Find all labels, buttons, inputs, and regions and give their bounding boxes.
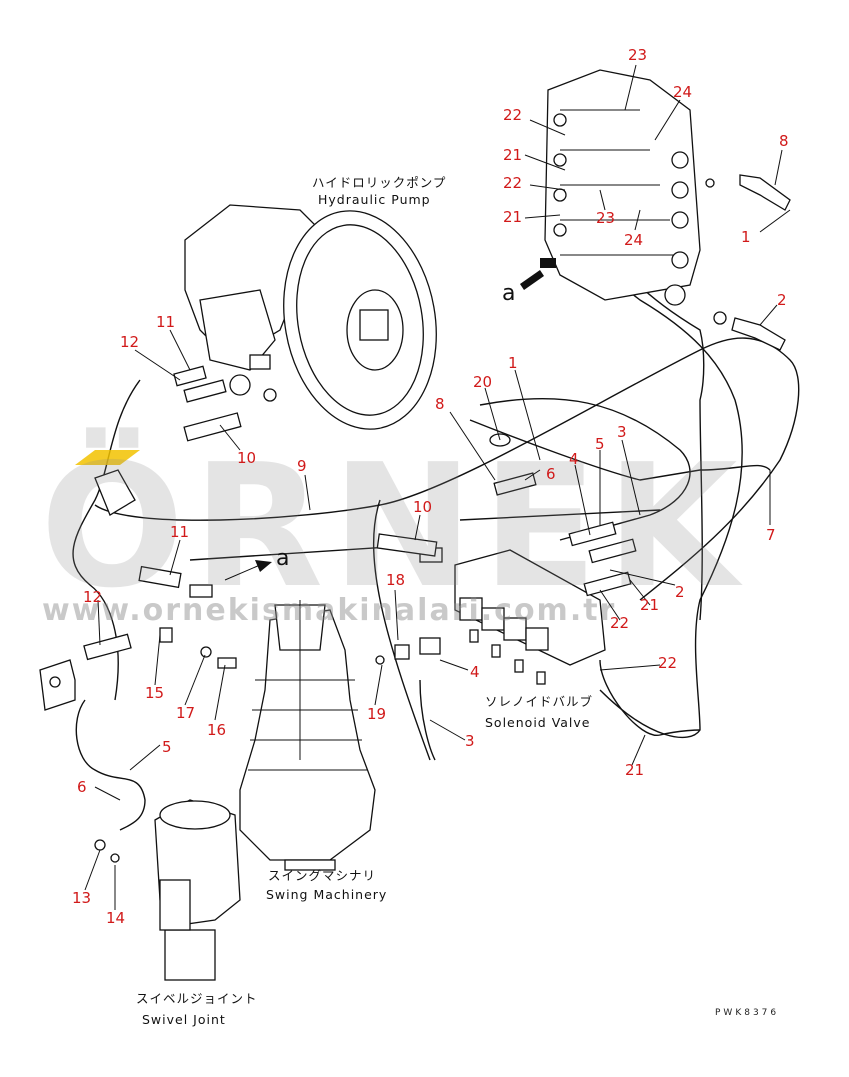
callout-11-mid: 11 xyxy=(170,523,189,541)
callout-3-low: 3 xyxy=(465,732,475,750)
hydraulic-pump-drawing xyxy=(184,204,437,430)
fittings xyxy=(83,365,637,669)
watermark-flag-icon xyxy=(75,450,140,465)
label-hydraulic-pump-en: Hydraulic Pump xyxy=(318,192,431,207)
component-labels: ハイドロリックポンプ Hydraulic Pump ソレノイドバルブ Solen… xyxy=(136,175,779,1027)
callout-21-a: 21 xyxy=(503,146,522,164)
callout-6-low: 6 xyxy=(77,778,87,796)
callout-24-mid: 24 xyxy=(624,231,643,249)
callout-18: 18 xyxy=(386,571,405,589)
callout-leaders xyxy=(84,64,791,910)
label-hydraulic-pump-ja: ハイドロリックポンプ xyxy=(312,175,446,190)
solenoid-valve-drawing xyxy=(419,547,606,685)
callout-19: 19 xyxy=(367,705,386,723)
view-marker-a-top: a xyxy=(502,281,515,306)
drawing-code: PWK8376 xyxy=(715,1008,779,1018)
callout-8-top: 8 xyxy=(779,132,789,150)
view-marker-a-mid: a xyxy=(276,546,289,571)
callout-22-mid: 22 xyxy=(610,614,629,632)
label-solenoid-valve-en: Solenoid Valve xyxy=(485,715,591,730)
callout-10-mid: 10 xyxy=(413,498,432,516)
callout-7: 7 xyxy=(766,526,776,544)
label-swing-machinery-en: Swing Machinery xyxy=(266,887,387,902)
callout-14: 14 xyxy=(106,909,125,927)
callout-20: 20 xyxy=(473,373,492,391)
callout-9: 9 xyxy=(297,457,307,475)
callout-2-mid: 2 xyxy=(675,583,685,601)
callout-8-mid: 8 xyxy=(435,395,445,413)
callout-22-a: 22 xyxy=(503,106,522,124)
callout-10-top: 10 xyxy=(237,449,256,467)
callout-13: 13 xyxy=(72,889,91,907)
watermark-brand: ÖRNEK xyxy=(40,427,746,626)
callout-4-low: 4 xyxy=(470,663,480,681)
label-solenoid-valve-ja: ソレノイドバルブ xyxy=(485,694,593,709)
swivel-joint-drawing xyxy=(39,659,241,981)
callout-16: 16 xyxy=(207,721,226,739)
callout-4-mid: 4 xyxy=(569,450,579,468)
callout-24-top: 24 xyxy=(673,83,692,101)
callout-11-top: 11 xyxy=(156,313,175,331)
callout-numbers: 23 24 22 8 21 22 21 23 24 1 2 1 20 11 12… xyxy=(72,46,789,927)
label-swivel-joint-en: Swivel Joint xyxy=(142,1012,226,1027)
callout-23-mid: 23 xyxy=(596,209,615,227)
control-valve-drawing xyxy=(540,69,791,351)
callout-17: 17 xyxy=(176,704,195,722)
label-swivel-joint-ja: スイベルジョイント xyxy=(136,991,258,1006)
view-markers: a a xyxy=(224,270,544,581)
watermark-url: www.ornekismakinalari.com.tr xyxy=(42,593,616,628)
callout-21-mid: 21 xyxy=(640,596,659,614)
callout-21-b: 21 xyxy=(503,208,522,226)
callout-6-mid: 6 xyxy=(546,465,556,483)
callout-1-mid: 1 xyxy=(508,354,518,372)
callout-1-top: 1 xyxy=(741,228,751,246)
callout-5-low: 5 xyxy=(162,738,172,756)
swing-machinery-drawing xyxy=(239,600,441,871)
label-swing-machinery-ja: スイングマシナリ xyxy=(268,868,376,883)
callout-15: 15 xyxy=(145,684,164,702)
callout-22-low: 22 xyxy=(658,654,677,672)
callout-3-mid: 3 xyxy=(617,423,627,441)
callout-22-b: 22 xyxy=(503,174,522,192)
callout-21-low: 21 xyxy=(625,761,644,779)
callout-12-mid: 12 xyxy=(83,588,102,606)
callout-5-mid: 5 xyxy=(595,435,605,453)
callout-23-top: 23 xyxy=(628,46,647,64)
callout-12-top: 12 xyxy=(120,333,139,351)
watermark: ÖRNEK www.ornekismakinalari.com.tr xyxy=(40,427,746,628)
callout-2-top: 2 xyxy=(777,291,787,309)
